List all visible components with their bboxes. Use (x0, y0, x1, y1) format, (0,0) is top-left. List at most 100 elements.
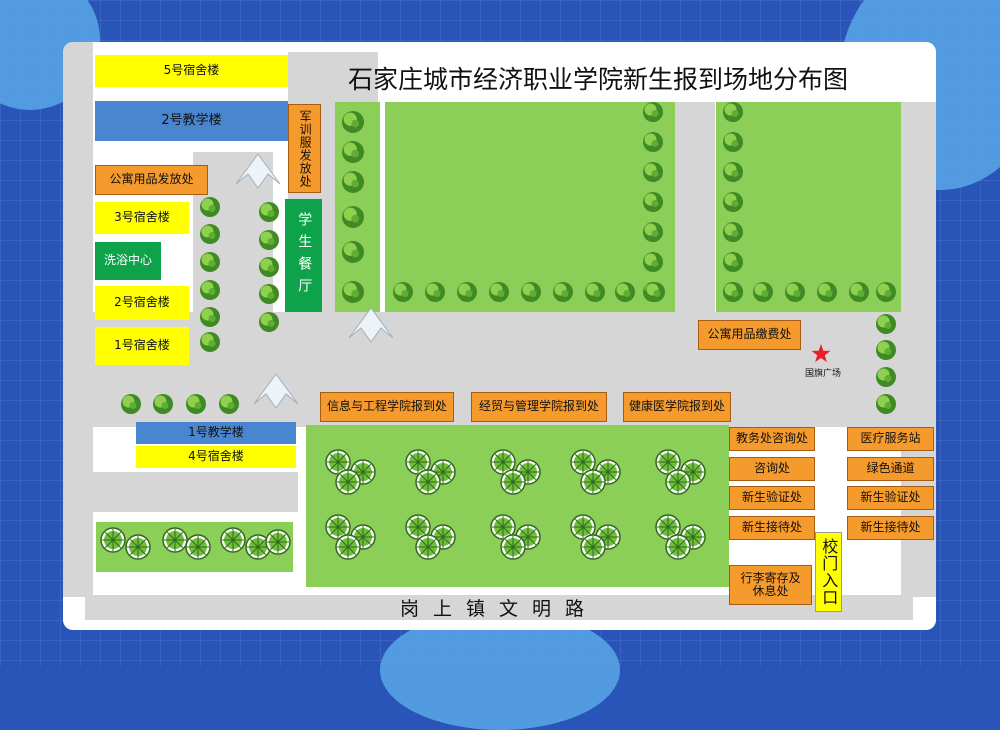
tree-icon (521, 282, 541, 302)
tree-icon (643, 192, 663, 212)
tree-icon (489, 282, 509, 302)
building-teach2[interactable]: 2号教学楼 (95, 101, 288, 141)
tree-icon (335, 469, 361, 495)
tree-icon (405, 514, 431, 540)
tree-icon (643, 132, 663, 152)
tree-icon (335, 534, 361, 560)
building-military-uniform[interactable]: 军训服发放处 (288, 104, 321, 193)
tree-icon (220, 527, 246, 553)
point-reception-right[interactable]: 新生接待处 (847, 516, 934, 540)
tree-icon (876, 340, 896, 360)
road-middle-vertical (675, 102, 715, 317)
building-dorm3[interactable]: 3号宿舍楼 (95, 202, 189, 234)
tree-icon (162, 527, 188, 553)
point-verify-right[interactable]: 新生验证处 (847, 486, 934, 510)
map-title: 石家庄城市经济职业学院新生报到场地分布图 (348, 65, 849, 94)
tree-icon (570, 449, 596, 475)
tree-icon (876, 394, 896, 414)
building-dorm4[interactable]: 4号宿舍楼 (136, 446, 296, 468)
tent-icon (348, 307, 394, 343)
point-apartment-payment[interactable]: 公寓用品缴费处 (698, 320, 801, 350)
tree-icon (342, 171, 364, 193)
tree-icon (665, 469, 691, 495)
tree-icon (200, 252, 220, 272)
tree-icon (342, 281, 364, 303)
tree-icon (219, 394, 239, 414)
tree-icon (570, 514, 596, 540)
tree-icon (580, 534, 606, 560)
tree-icon (643, 222, 663, 242)
tree-icon (259, 257, 279, 277)
tree-icon (723, 192, 743, 212)
tree-icon (405, 449, 431, 475)
tree-icon (342, 241, 364, 263)
star-icon (811, 344, 831, 363)
tree-icon (723, 132, 743, 152)
grass-upper-right (716, 102, 901, 312)
point-info-eng[interactable]: 信息与工程学院报到处 (320, 392, 454, 422)
building-bath-center[interactable]: 洗浴中心 (95, 242, 161, 280)
tree-icon (785, 282, 805, 302)
tree-icon (200, 280, 220, 300)
tree-icon (723, 282, 743, 302)
tree-icon (200, 307, 220, 327)
tree-icon (342, 206, 364, 228)
tree-icon (723, 102, 743, 122)
tree-icon (259, 312, 279, 332)
point-health-med[interactable]: 健康医学院报到处 (623, 392, 731, 422)
tree-icon (723, 222, 743, 242)
tree-icon (325, 449, 351, 475)
tree-icon (753, 282, 773, 302)
building-teach1[interactable]: 1号教学楼 (136, 422, 296, 444)
tree-icon (723, 252, 743, 272)
tree-icon (125, 534, 151, 560)
tree-icon (876, 282, 896, 302)
tree-icon (500, 534, 526, 560)
road-left-lower (63, 472, 298, 512)
point-inquiry[interactable]: 咨询处 (729, 457, 815, 481)
tree-icon (490, 449, 516, 475)
tree-icon (553, 282, 573, 302)
grass-lower-center (306, 425, 729, 587)
point-green-channel[interactable]: 绿色通道 (847, 457, 934, 481)
point-medical[interactable]: 医疗服务站 (847, 427, 934, 451)
building-apartment-supply-issue[interactable]: 公寓用品发放处 (95, 165, 208, 195)
building-canteen[interactable]: 学生餐厅 (285, 199, 322, 312)
point-verify-left[interactable]: 新生验证处 (729, 486, 815, 510)
point-gate[interactable]: 校门入口 (815, 532, 842, 612)
tree-icon (153, 394, 173, 414)
tree-icon (259, 230, 279, 250)
point-econ-mgmt[interactable]: 经贸与管理学院报到处 (471, 392, 607, 422)
tree-icon (121, 394, 141, 414)
tree-icon (500, 469, 526, 495)
tree-icon (655, 514, 681, 540)
road-name: 岗上镇文明路 (399, 598, 598, 620)
tree-icon (490, 514, 516, 540)
tree-icon (265, 529, 291, 555)
grass-upper-center (385, 102, 675, 312)
tree-icon (425, 282, 445, 302)
point-reception-left[interactable]: 新生接待处 (729, 516, 815, 540)
tree-icon (849, 282, 869, 302)
tree-icon (643, 252, 663, 272)
tree-icon (100, 527, 126, 553)
tree-icon (643, 162, 663, 182)
tree-icon (200, 332, 220, 352)
tent-icon (253, 373, 299, 409)
point-academic-inquiry[interactable]: 教务处咨询处 (729, 427, 815, 451)
road-right-vertical (901, 102, 936, 597)
point-luggage[interactable]: 行李寄存及休息处 (729, 565, 812, 605)
tree-icon (342, 141, 364, 163)
tree-icon (876, 367, 896, 387)
building-dorm2[interactable]: 2号宿舍楼 (95, 286, 189, 320)
tree-icon (415, 534, 441, 560)
tree-icon (615, 282, 635, 302)
building-dorm5[interactable]: 5号宿舍楼 (95, 55, 288, 87)
tree-icon (723, 162, 743, 182)
tree-icon (342, 111, 364, 133)
building-dorm1[interactable]: 1号宿舍楼 (95, 327, 189, 365)
tree-icon (580, 469, 606, 495)
tree-icon (200, 197, 220, 217)
tree-icon (817, 282, 837, 302)
map-decorations (100, 102, 896, 560)
